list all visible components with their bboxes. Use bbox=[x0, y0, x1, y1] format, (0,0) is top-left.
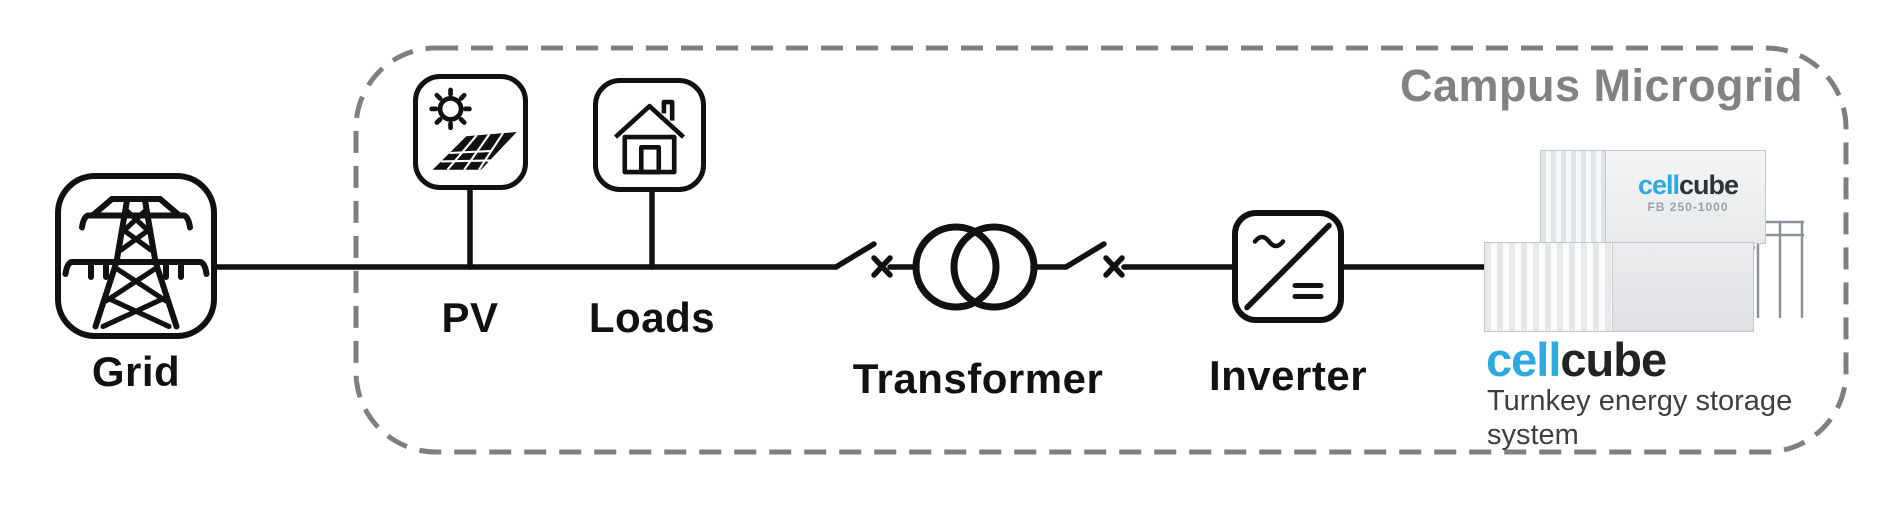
pv-node-box bbox=[413, 74, 528, 190]
dc-equals-glyph bbox=[1292, 283, 1324, 299]
microgrid-boundary bbox=[353, 45, 1849, 455]
tagline-line-1: Turnkey energy storage bbox=[1487, 385, 1793, 417]
sun-solar-panel-icon bbox=[429, 87, 517, 171]
switch-right-icon bbox=[1063, 241, 1125, 278]
brand-cell-text: cell bbox=[1486, 333, 1561, 386]
ac-dc-inverter-icon bbox=[1244, 222, 1332, 311]
storage-container-top-end bbox=[1540, 150, 1606, 244]
grid-node-box bbox=[55, 173, 217, 339]
pv-label: PV bbox=[441, 294, 499, 341]
cellcube-container-logo: cellcube bbox=[1610, 172, 1766, 199]
cellcube-logo: cellcube bbox=[1486, 333, 1667, 386]
transmission-tower-icon bbox=[62, 196, 210, 330]
inverter-label: Inverter bbox=[1208, 352, 1368, 399]
loads-label: Loads bbox=[588, 294, 716, 341]
boundary-title: Campus Microgrid bbox=[1400, 60, 1804, 111]
storage-container-bottom-left bbox=[1484, 242, 1614, 332]
ac-tilde-glyph bbox=[1252, 234, 1286, 249]
cellcube-storage-photo: cellcube FB 250-1000 bbox=[1482, 138, 1808, 336]
brand-cube-text: cube bbox=[1560, 333, 1667, 386]
brand-cell-text: cell bbox=[1637, 170, 1680, 200]
loads-node-box bbox=[593, 78, 706, 192]
transformer-label: Transformer bbox=[852, 355, 1104, 402]
grid-label: Grid bbox=[91, 348, 181, 395]
inverter-node-box bbox=[1232, 210, 1344, 323]
storage-model-text: FB 250-1000 bbox=[1647, 200, 1729, 214]
brand-cube-text: cube bbox=[1679, 170, 1739, 200]
house-icon bbox=[613, 99, 686, 175]
transformer-icon bbox=[912, 223, 1038, 311]
switch-left-icon bbox=[833, 241, 893, 278]
storage-tagline: Turnkey energy storage system bbox=[1487, 384, 1792, 452]
tagline-line-2: system bbox=[1487, 419, 1579, 451]
storage-container-bottom-front bbox=[1612, 242, 1754, 332]
